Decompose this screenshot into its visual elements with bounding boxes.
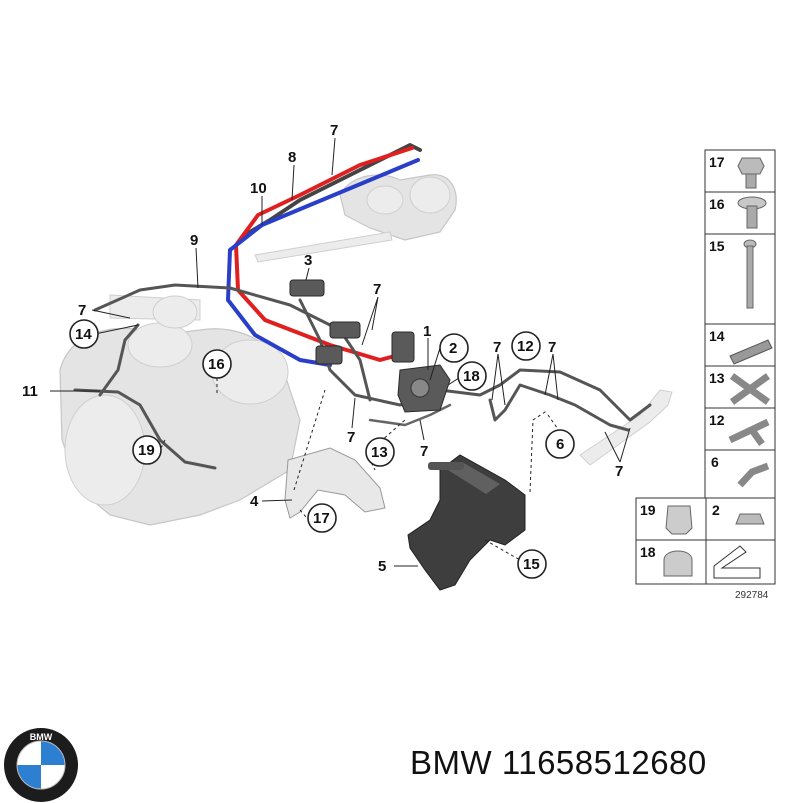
legend-cell-2: 2: [712, 502, 720, 518]
solenoid-connectors: [289, 279, 415, 365]
clip-19-icon: [665, 505, 693, 535]
legend-cell-17: 17: [709, 154, 725, 170]
callout-6: 6: [556, 436, 564, 453]
callout-7-c: 7: [347, 429, 355, 446]
valve-part-1: [397, 364, 451, 413]
callout-12: 12: [517, 338, 534, 355]
upper-valve-ghost: [254, 174, 457, 263]
callout-7-left: 7: [78, 302, 86, 319]
callout-4: 4: [250, 493, 259, 510]
callout-7-d: 7: [420, 443, 428, 460]
callout-16: 16: [208, 356, 225, 373]
callout-8: 8: [288, 149, 296, 166]
callout-circles: [69, 319, 575, 579]
bmw-logo: BMW: [4, 728, 78, 802]
callout-labels: 7 8 10 9 3 7 14 11 16 19 7 1 2 18 7 12 7…: [22, 122, 623, 575]
callout-7-b: 7: [548, 339, 556, 356]
long-bolt-15-icon: [743, 239, 757, 309]
connector-14-icon: [729, 339, 773, 365]
legend-cell-19: 19: [640, 502, 656, 518]
callout-7-mid: 7: [373, 281, 381, 298]
callout-7-a: 7: [493, 339, 501, 356]
legend-cell-16: 16: [709, 196, 725, 212]
legend-cell-15: 15: [709, 238, 725, 254]
callout-15: 15: [523, 556, 540, 573]
elbow-connector-6-icon: [737, 462, 770, 488]
callout-7-e: 7: [615, 463, 623, 480]
callout-3: 3: [304, 252, 312, 269]
callout-9: 9: [190, 232, 198, 249]
callout-11: 11: [22, 383, 38, 400]
legend-cell-14: 14: [709, 328, 725, 344]
callout-1: 1: [423, 323, 431, 340]
callout-5: 5: [378, 558, 386, 575]
callout-18: 18: [463, 368, 480, 385]
parts-legend: 17 16 15 14 13 12 6 19 2 18: [635, 149, 776, 601]
t-connector-12-icon: [728, 418, 770, 447]
callout-17: 17: [313, 510, 330, 527]
pipe-right-ghost: [579, 389, 673, 466]
bolt-17-icon: [737, 157, 765, 189]
callout-14: 14: [75, 326, 92, 343]
turbocharger-ghost: [59, 294, 301, 526]
legend-cell-13: 13: [709, 370, 725, 386]
bmw-logo-lettering: BMW: [30, 732, 53, 742]
arrow-key-icon: [713, 545, 761, 579]
callout-2: 2: [449, 340, 457, 357]
legend-cell-6: 6: [711, 454, 719, 470]
callout-13: 13: [371, 444, 388, 461]
bracket-4: [284, 447, 386, 519]
callout-19: 19: [138, 442, 155, 459]
leader-lines: [50, 137, 631, 567]
callout-7-top: 7: [330, 122, 338, 139]
legend-cell-12: 12: [709, 412, 725, 428]
callout-10: 10: [250, 180, 267, 197]
legend-cell-18: 18: [640, 544, 656, 560]
part-number-caption: BMW 11658512680: [410, 744, 707, 781]
clamp-18-icon: [663, 550, 693, 577]
screw-16-icon: [737, 196, 767, 229]
x-connector-13-icon: [729, 373, 771, 405]
bracket-5: [407, 454, 526, 591]
diagram-reference-number: 292784: [735, 590, 769, 601]
nut-2-icon: [735, 513, 765, 525]
